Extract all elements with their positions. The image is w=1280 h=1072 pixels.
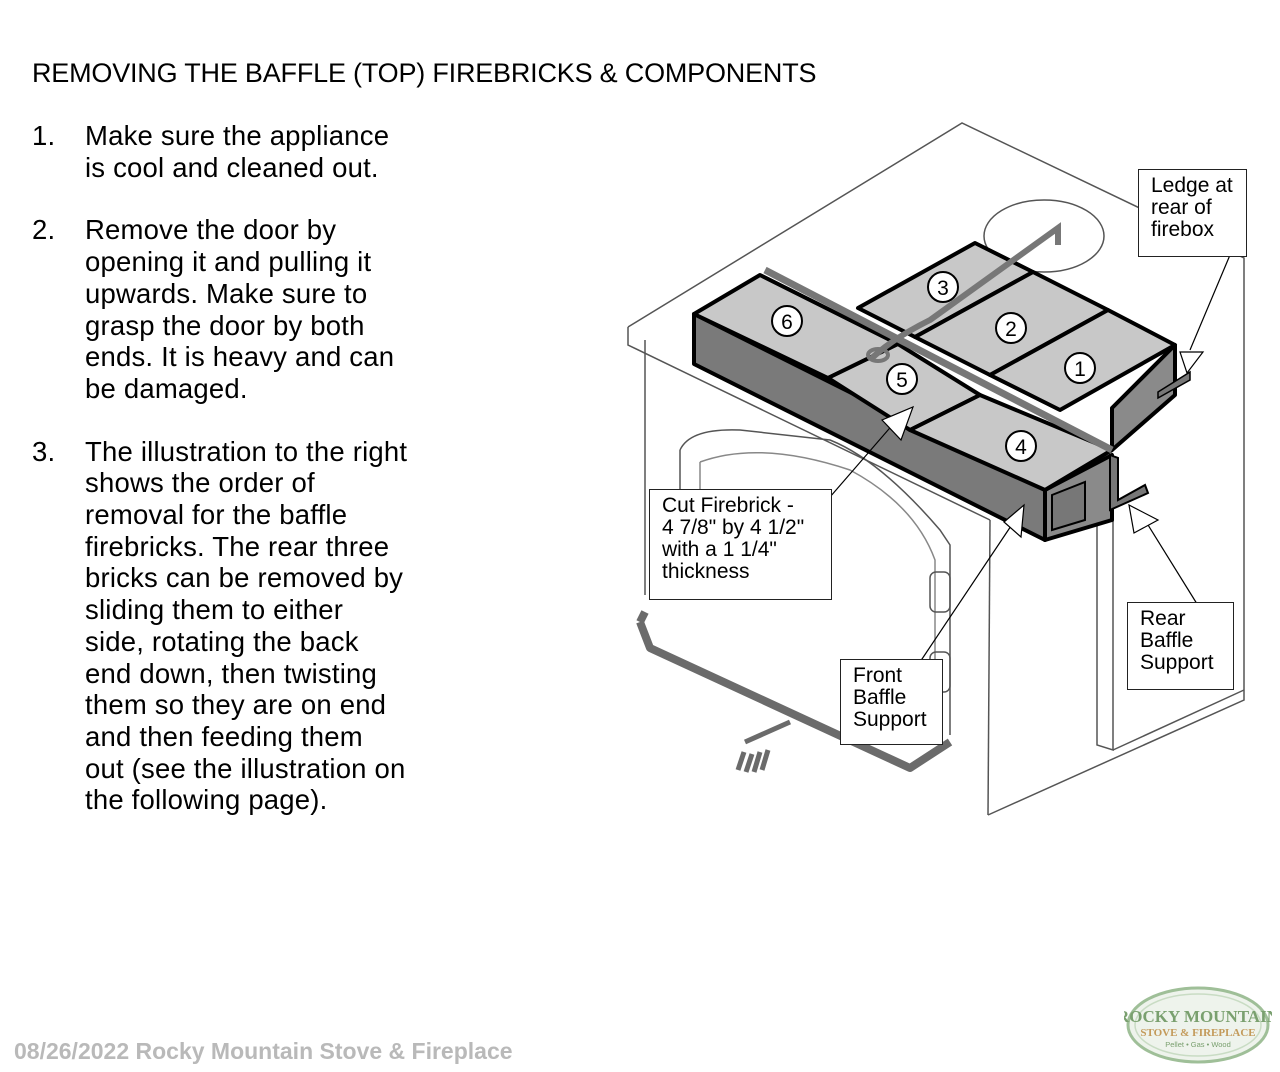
callout-line: Baffle (853, 686, 907, 709)
callout-cut-firebrick: Cut Firebrick - 4 7/8" by 4 1/2" with a … (649, 489, 832, 600)
leader-front-support (917, 519, 1016, 666)
baffle-rear-end-face (1110, 343, 1177, 452)
step-line: side, rotating the back (85, 625, 359, 657)
brick-number-circle (995, 312, 1027, 344)
front-baffle-support-bracket (1051, 480, 1086, 532)
arrow-ledge (1179, 351, 1205, 375)
baffle-illustration: 1 2 3 4 5 6 Ledge at rear of firebox (620, 118, 1260, 828)
callout-line: Cut Firebrick - (662, 494, 794, 517)
step-line: The illustration to the right (85, 435, 408, 467)
step-line: firebricks. The rear three (85, 530, 390, 562)
step-line: the following page). (85, 784, 328, 816)
stove-right-panel (1096, 470, 1114, 752)
step-line: bricks can be removed by (85, 562, 404, 594)
brick-number-circle (771, 305, 803, 337)
step-line: shows the order of (85, 467, 315, 499)
step-line: removal for the baffle (85, 499, 348, 531)
stove-top-outline (627, 122, 1245, 340)
hinge-top (929, 571, 951, 613)
callout-line: Front (853, 664, 903, 687)
step-2: 2. Remove the door by opening it and pul… (30, 214, 450, 404)
callout-rear-baffle-support: Rear Baffle Support (1127, 602, 1234, 690)
step-number: 2. (32, 214, 56, 246)
callout-line: Rear (1140, 607, 1186, 630)
step-number: 1. (32, 120, 56, 151)
step-line: ends. It is heavy and can (85, 341, 395, 373)
step-line: Make sure the appliance (85, 120, 390, 151)
rear-baffle-support-bracket (1109, 453, 1150, 512)
flue-collar (983, 199, 1105, 273)
callout-line: Ledge at (1151, 174, 1233, 197)
step-line: upwards. Make sure to (85, 277, 368, 309)
leader-cut-firebrick (829, 421, 896, 498)
leader-ledge (1189, 254, 1231, 351)
step-1: 1. Make sure the appliance is cool and c… (30, 120, 450, 183)
rocky-mountain-logo: ROCKY MOUNTAIN STOVE & FIREPLACE Pellet … (1117, 985, 1280, 1065)
stove-right-base (1112, 689, 1245, 751)
step-3: 3. The illustration to the right shows t… (30, 436, 450, 816)
arrow-front-support (1003, 503, 1025, 539)
step-number: 3. (32, 435, 56, 467)
arrow-rear-support (1128, 503, 1160, 534)
step-line: and then feeding them (85, 720, 363, 752)
page-title: REMOVING THE BAFFLE (TOP) FIREBRICKS & C… (32, 58, 817, 88)
step-line: be damaged. (85, 372, 248, 404)
brick-number-circle (1064, 352, 1096, 384)
step-line: end down, then twisting (85, 657, 378, 689)
stove-front-corner (987, 519, 991, 816)
callout-front-baffle-support: Front Baffle Support (840, 659, 943, 745)
brick-number: 3 (937, 277, 949, 300)
arrow-cut-firebrick (880, 405, 915, 442)
logo-text: STOVE & FIREPLACE (1140, 1027, 1255, 1039)
stove-drawing: 1 2 3 4 5 6 (627, 122, 1245, 816)
callout-line: firebox (1151, 218, 1215, 241)
callout-line: 4 7/8" by 4 1/2" (662, 516, 805, 539)
brick-number-circle (1005, 430, 1037, 462)
logo-text: Pellet • Gas • Wood (1165, 1040, 1231, 1049)
step-line: opening it and pulling it (85, 246, 372, 278)
brick-number: 1 (1074, 358, 1086, 381)
brick-number-circle (927, 271, 959, 303)
brick-number: 4 (1015, 436, 1027, 459)
step-line: out (see the illustration on (85, 752, 406, 784)
callout-line: thickness (662, 560, 750, 583)
door-handle-end (636, 610, 649, 624)
step-line: is cool and cleaned out. (85, 151, 379, 183)
brick-number: 5 (896, 369, 908, 392)
logo-badge: ROCKY MOUNTAIN STOVE & FIREPLACE Pellet … (1117, 986, 1280, 1064)
door-latch (735, 719, 792, 773)
footer-date-source: 08/26/2022 Rocky Mountain Stove & Firepl… (14, 1038, 513, 1064)
callout-line: rear of (1151, 196, 1212, 219)
brick-number: 2 (1005, 318, 1017, 341)
stove-right-side (987, 340, 1245, 816)
callout-line: Baffle (1140, 629, 1194, 652)
step-line: Remove the door by (85, 214, 337, 246)
brick-number-circle (886, 363, 918, 395)
instruction-list: 1. Make sure the appliance is cool and c… (30, 120, 450, 847)
air-tube (867, 222, 1061, 363)
step-line: grasp the door by both (85, 309, 365, 341)
step-line: them so they are on end (85, 689, 387, 721)
brick-number: 6 (781, 311, 793, 334)
air-tube-loop (866, 347, 890, 363)
callout-line: Support (1140, 651, 1214, 674)
door-handle-rail (636, 620, 953, 772)
callout-ledge: Ledge at rear of firebox (1138, 169, 1247, 257)
callout-line: Support (853, 708, 927, 731)
baffle-rod (763, 266, 1114, 454)
callout-line: with a 1 1/4" (662, 538, 777, 561)
rear-ledge (1157, 370, 1191, 400)
logo-text: ROCKY MOUNTAIN (1124, 1007, 1272, 1026)
door-frame (679, 429, 951, 735)
step-line: sliding them to either (85, 594, 344, 626)
